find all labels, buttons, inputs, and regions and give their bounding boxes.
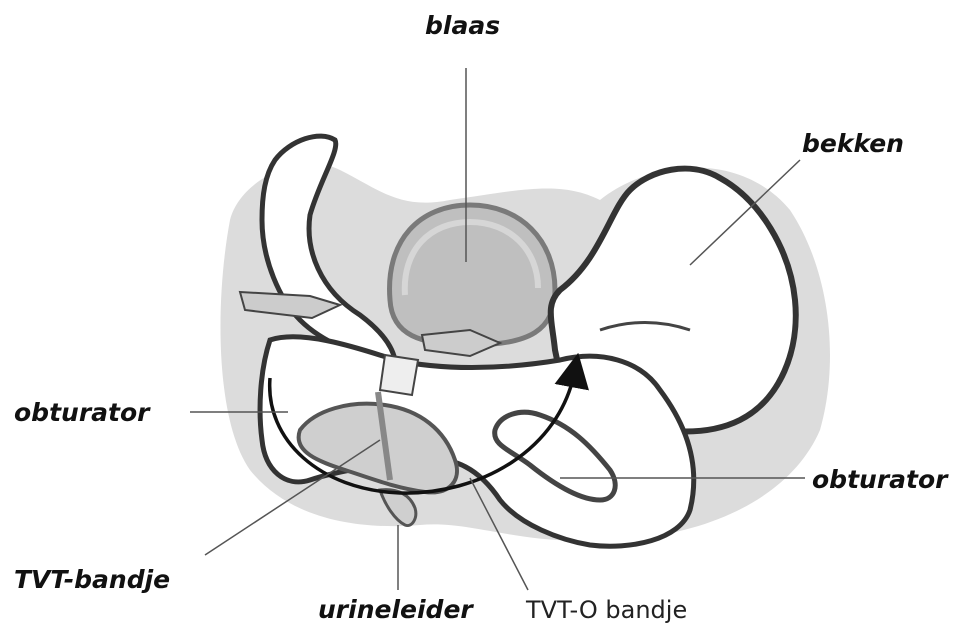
label-tvt-o-bandje: TVT-O bandje [526,598,687,622]
label-bekken: bekken [802,131,904,156]
bladder [390,205,555,345]
label-tvt-bandje: TVT-bandje [14,567,170,592]
label-obturator-left: obturator [14,400,149,425]
label-blaas: blaas [425,13,500,38]
label-urineleider: urineleider [318,597,473,622]
label-obturator-right: obturator [812,467,947,492]
